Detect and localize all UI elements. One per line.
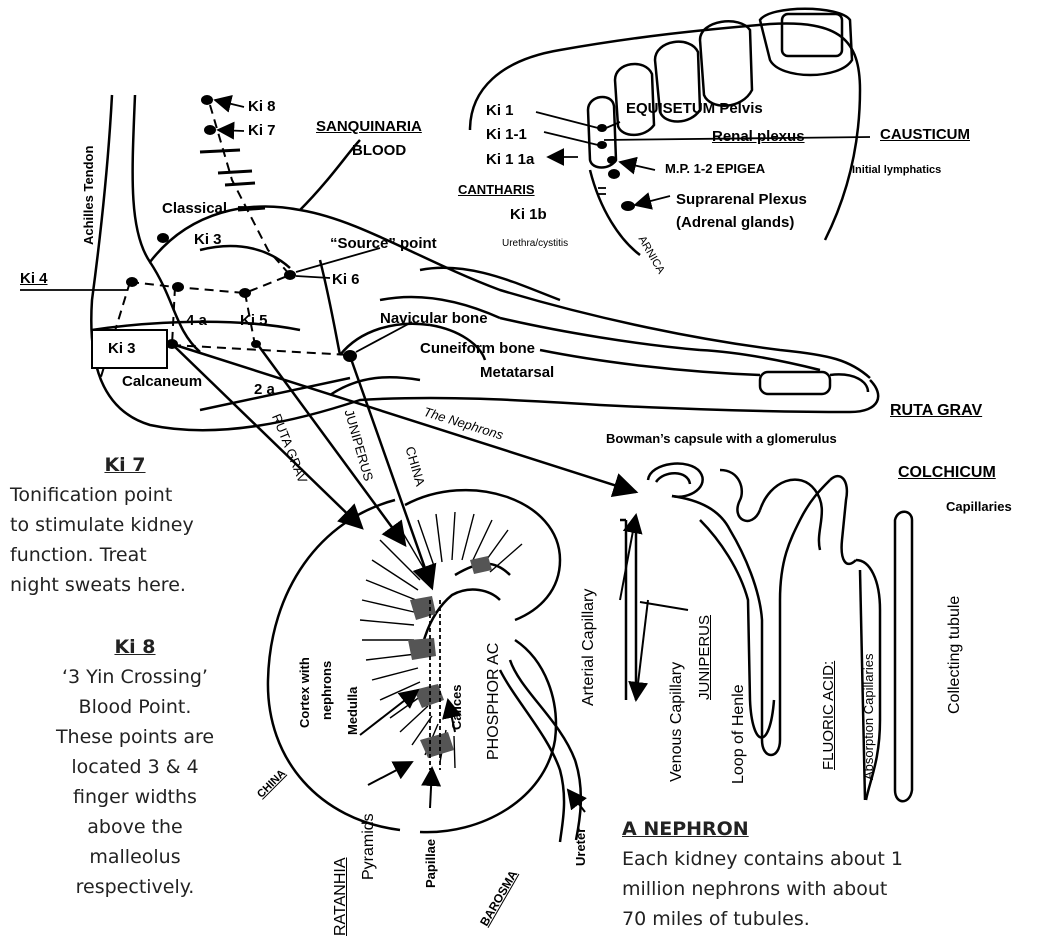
ki8-note: Ki 8 ‘3 Yin Crossing’ Blood Point. These…: [10, 632, 260, 902]
ratanhia-label: RATANHIA: [332, 857, 350, 936]
renal-plexus-label: Renal plexus: [712, 128, 805, 145]
ki7-note-line: night sweats here.: [10, 570, 250, 600]
cantharis-label: CANTHARIS: [458, 183, 535, 198]
venous-capillary-label: Venous Capillary: [668, 662, 686, 782]
absorption-capillaries-label: Absorption Capillaries: [862, 654, 877, 780]
ki7-note-heading: Ki 7: [104, 454, 145, 476]
ki8-note-line: above the: [10, 812, 260, 842]
papillae-label: Papillae: [424, 839, 439, 888]
calcaneum-label: Calcaneum: [122, 373, 202, 390]
ki8-note-line: malleolus: [10, 842, 260, 872]
sanquinaria-label: SANQUINARIA: [316, 118, 422, 135]
calices-label: Calices: [450, 684, 465, 730]
phosphor-ac-label: PHOSPHOR AC: [485, 643, 503, 760]
ki8-label: Ki 8: [248, 98, 276, 115]
ki1-label: Ki 1: [486, 102, 514, 119]
ki1b-label: Ki 1b: [510, 206, 547, 223]
capillaries-label: Capillaries: [946, 500, 1012, 515]
ki3-upper-label: Ki 3: [194, 231, 222, 248]
ki8-note-line: Blood Point.: [10, 692, 260, 722]
equisetum-label: EQUISETUM Pelvis: [626, 100, 763, 117]
loop-of-henle-label: Loop of Henle: [730, 684, 748, 784]
metatarsal-label: Metatarsal: [480, 364, 554, 381]
nephrons-label: nephrons: [320, 661, 335, 720]
nephron-note-heading: A NEPHRON: [622, 814, 1032, 844]
ki8-note-heading: Ki 8: [114, 636, 155, 658]
ki5-label: Ki 5: [240, 312, 268, 329]
ki8-note-line: respectively.: [10, 872, 260, 902]
ki7-note: Ki 7 Tonification point to stimulate kid…: [10, 450, 250, 600]
ki7-note-line: Tonification point: [10, 480, 250, 510]
urethra-label: Urethra/cystitis: [502, 238, 568, 250]
nephron-note-line: Each kidney contains about 1: [622, 844, 1032, 874]
colchicum-label: COLCHICUM: [898, 464, 996, 482]
source-point-label: “Source” point: [330, 235, 437, 252]
medulla-label: Medulla: [346, 687, 361, 735]
juniperus-label: JUNIPERUS: [696, 615, 713, 700]
fluoric-acid-label: FLUORIC ACID:: [820, 661, 837, 770]
ki6-label: Ki 6: [332, 271, 360, 288]
ki7-label: Ki 7: [248, 122, 276, 139]
ki7-note-line: function. Treat: [10, 540, 250, 570]
ki4a-label: 4 a: [186, 312, 207, 329]
nephron-note: A NEPHRON Each kidney contains about 1 m…: [622, 814, 1032, 934]
bowmans-label: Bowman’s capsule with a glomerulus: [606, 432, 837, 447]
pyramids-label: Pyramids: [360, 813, 378, 880]
ki1-1-label: Ki 1-1: [486, 126, 527, 143]
nephron-note-line: 70 miles of tubules.: [622, 904, 1032, 934]
classical-label: Classical: [162, 200, 227, 217]
ureter-label: Ureter: [574, 828, 589, 866]
cortex-label: Cortex with: [298, 657, 313, 728]
mp-label: M.P. 1-2 EPIGEA: [665, 162, 765, 177]
nephron-note-line: million nephrons with about: [622, 874, 1032, 904]
ruta-grav-label: RUTA GRAV: [890, 402, 982, 420]
ki8-note-line: ‘3 Yin Crossing’: [10, 662, 260, 692]
collecting-tubule-label: Collecting tubule: [946, 596, 964, 714]
ki8-note-line: These points are: [10, 722, 260, 752]
arterial-capillary-label: Arterial Capillary: [580, 589, 598, 706]
ki8-note-line: finger widths: [10, 782, 260, 812]
ki8-note-line: located 3 & 4: [10, 752, 260, 782]
adrenal-label: (Adrenal glands): [676, 214, 794, 231]
ki3-box-label: Ki 3: [108, 340, 136, 357]
navicular-label: Navicular bone: [380, 310, 488, 327]
blood-label: BLOOD: [352, 142, 406, 159]
kidney-outline: [268, 490, 581, 842]
causticum-label: CAUSTICUM: [880, 126, 970, 143]
cuneiform-label: Cuneiform bone: [420, 340, 535, 357]
achilles-label: Achilles Tendon: [82, 146, 97, 245]
ki1-1a-label: Ki 1 1a: [486, 151, 534, 168]
suprarenal-label: Suprarenal Plexus: [676, 191, 807, 208]
ki4-label: Ki 4: [20, 270, 48, 287]
ki7-note-line: to stimulate kidney: [10, 510, 250, 540]
two-a-label: 2 a: [254, 381, 275, 398]
initial-lymphatics-label: Initial lymphatics: [852, 164, 941, 177]
